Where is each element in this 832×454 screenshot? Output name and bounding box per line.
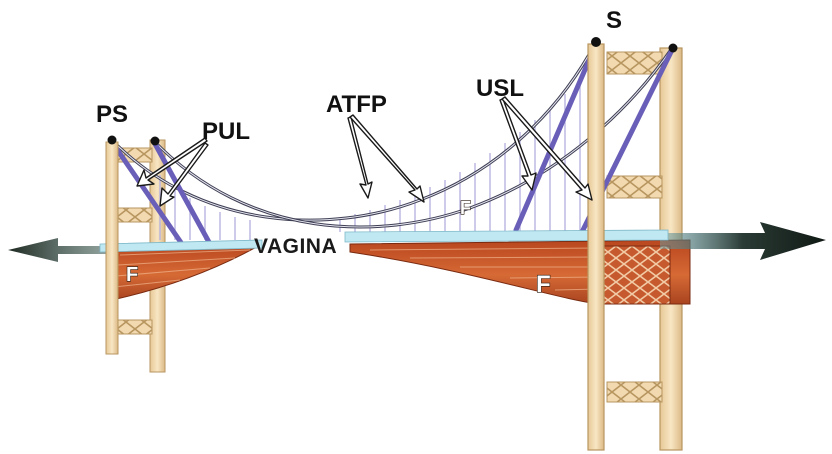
vagina-deck-right [345, 230, 668, 242]
label-ps: PS [96, 101, 128, 128]
label-fascia-right: F [536, 271, 551, 298]
label-fascia-left: F [126, 264, 138, 286]
label-atfp: ATFP [326, 91, 387, 118]
label-pul: PUL [202, 118, 250, 145]
tension-arrow-left [8, 238, 110, 262]
label-fascia-mid: F [460, 198, 471, 218]
label-s: S [606, 7, 622, 34]
right-fascia-lattice [600, 246, 670, 304]
label-usl: USL [476, 75, 524, 102]
label-vagina: VAGINA [254, 235, 337, 258]
